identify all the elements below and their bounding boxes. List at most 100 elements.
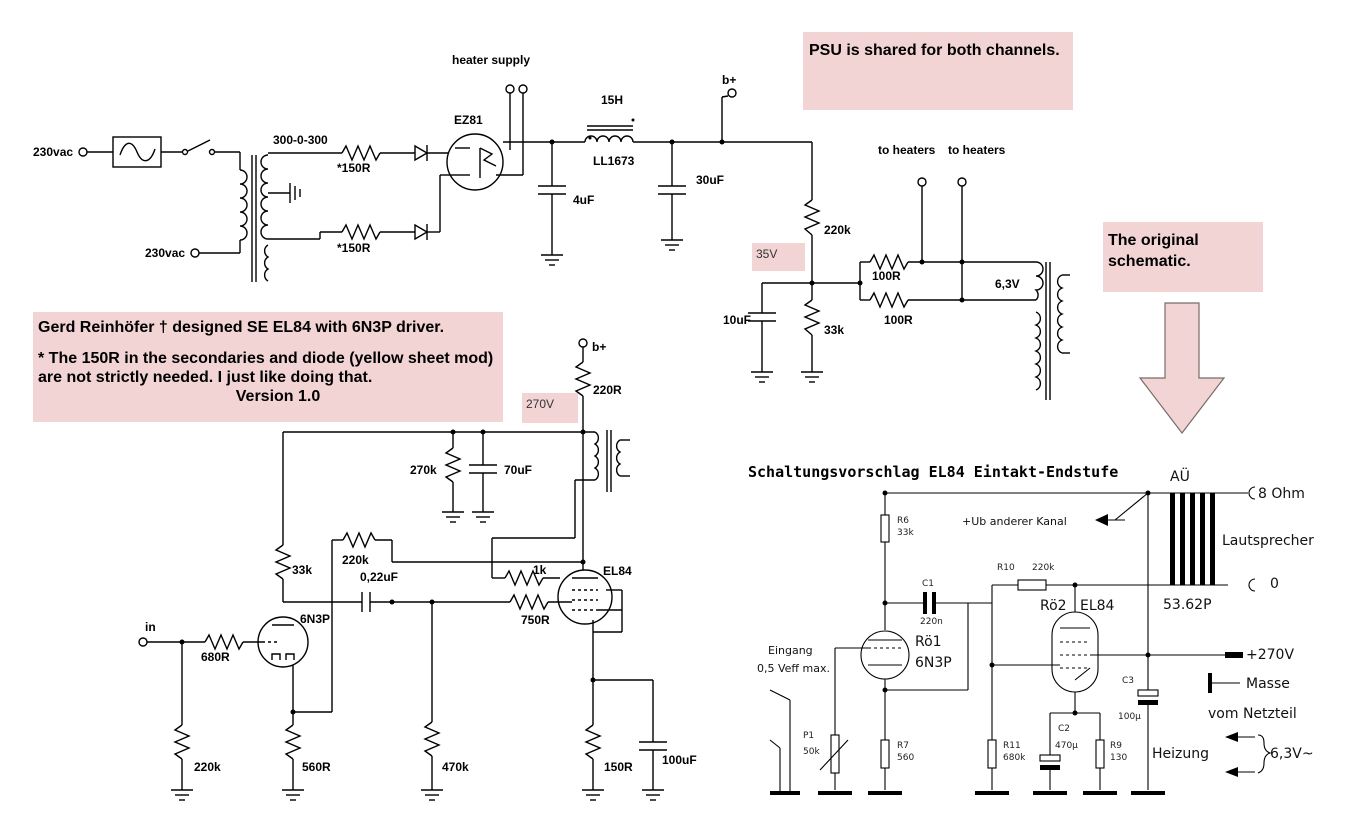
heater-terminal-1 xyxy=(505,84,515,94)
orig-r9-value: 130 xyxy=(1110,753,1127,763)
label-ez81: EZ81 xyxy=(454,113,483,127)
orig-r7 xyxy=(880,739,890,769)
down-arrow xyxy=(1138,302,1226,434)
orig-transformer-label: AÜ xyxy=(1170,467,1190,485)
label-r-1k: 1k xyxy=(533,563,547,577)
orig-input-label: Eingang xyxy=(768,644,813,657)
orig-c2-label: C2 xyxy=(1058,724,1070,734)
orig-r7-value: 560 xyxy=(897,753,914,763)
label-choke-name: LL1673 xyxy=(593,154,635,168)
bplus-terminal-psu xyxy=(727,88,737,98)
label-r-33k-anode: 33k xyxy=(292,563,312,577)
to-heaters-terminal-2 xyxy=(957,177,967,187)
label-r-150r: 150R xyxy=(604,760,633,774)
resistor-270k-bleed xyxy=(444,447,462,483)
heater-terminal-2 xyxy=(518,84,528,94)
orig-ro1: Rö1 xyxy=(915,634,942,650)
orig-heater-v: 6,3V~ xyxy=(1270,746,1314,762)
orig-r10-label: R10 xyxy=(997,563,1015,573)
transformer-secondary-heater xyxy=(263,244,270,282)
mains-terminal-bottom xyxy=(190,248,200,258)
label-6n3p: 6N3P xyxy=(300,612,330,626)
label-c-70uf: 70uF xyxy=(504,463,532,477)
label-r-470k: 470k xyxy=(442,760,469,774)
voltage-tag-270v: 270V xyxy=(522,393,578,423)
driver-tube-6n3p xyxy=(257,616,309,668)
label-r-750r: 750R xyxy=(521,613,550,627)
diode-bottom xyxy=(414,223,429,241)
resistor-100r-2 xyxy=(869,291,909,309)
diode-top xyxy=(414,144,429,162)
orig-ro2: Rö2 xyxy=(1040,598,1067,614)
orig-p1-label: P1 xyxy=(803,731,814,741)
resistor-220k-divider xyxy=(803,199,821,236)
design-note-version: Version 1.0 xyxy=(235,388,321,405)
label-el84: EL84 xyxy=(603,564,632,578)
orig-r11 xyxy=(987,739,997,769)
orig-r11-label: R11 xyxy=(1003,741,1021,751)
design-note-title: Gerd Reinhöfer † designed SE EL84 with 6… xyxy=(38,319,445,336)
resistor-33k-divider xyxy=(803,299,821,336)
label-input: in xyxy=(145,620,156,634)
voltage-tag-35v: 35V xyxy=(752,243,805,271)
label-c-100uf: 100uF xyxy=(662,753,697,767)
orig-c1-label: C1 xyxy=(922,579,934,589)
orig-r7-label: R7 xyxy=(897,741,909,751)
label-r-680r: 680R xyxy=(201,650,230,664)
label-mains-bottom: 230vac xyxy=(145,246,185,260)
orig-heizung: Heizung xyxy=(1152,746,1209,762)
orig-c3-label: C3 xyxy=(1122,676,1134,686)
label-r-220r: 220R xyxy=(593,383,622,397)
labels: 230vac 230vac 300-0-300 *150R *150R EZ81… xyxy=(33,53,1314,774)
resistor-470k-grid-leak xyxy=(423,721,441,757)
mains-switch xyxy=(181,148,189,156)
resistor-220k-input-ground xyxy=(173,724,191,760)
orig-ub-other: +Ub anderer Kanal xyxy=(962,515,1067,528)
label-to-heaters-1: to heaters xyxy=(878,143,936,157)
label-r-220k-input: 220k xyxy=(194,760,221,774)
label-bplus-amp: b+ xyxy=(592,340,606,354)
orig-r10 xyxy=(1017,579,1047,591)
label-bplus-psu: b+ xyxy=(722,73,736,87)
resistor-560r-cathode xyxy=(284,724,302,760)
input-terminal xyxy=(138,637,148,647)
label-r150-top: *150R xyxy=(337,161,371,175)
orig-r9 xyxy=(1095,739,1105,769)
orig-plus270: +270V xyxy=(1246,647,1294,663)
design-note-body: * The 150R in the secondaries and diode … xyxy=(38,350,494,386)
orig-title: Schaltungsvorschlag EL84 Eintakt-Endstuf… xyxy=(748,463,1118,481)
psu-section xyxy=(78,84,1070,400)
orig-6n3p: 6N3P xyxy=(915,655,952,671)
orig-tube-ro1 xyxy=(860,630,910,680)
label-c-30uf: 30uF xyxy=(696,173,724,187)
label-r-270k: 270k xyxy=(410,463,437,477)
transformer-secondary-hv xyxy=(260,154,269,240)
label-r-560r: 560R xyxy=(302,760,331,774)
orig-r6 xyxy=(880,514,890,543)
orig-c2-value: 470µ xyxy=(1055,741,1078,751)
orig-masse: Masse xyxy=(1246,676,1290,692)
resistor-150r-top xyxy=(341,144,381,162)
orig-c1-value: 220n xyxy=(920,617,943,627)
resistor-1k-screen xyxy=(504,569,544,587)
resistor-150r-bottom xyxy=(341,223,381,241)
label-c-10uf: 10uF xyxy=(723,313,751,327)
label-to-heaters-2: to heaters xyxy=(948,143,1006,157)
original-schematic-note: The original schematic. xyxy=(1103,222,1263,292)
rectifier-tube-ez81 xyxy=(446,133,504,191)
resistor-150r-cathode xyxy=(584,724,602,760)
orig-r11-value: 680k xyxy=(1003,753,1026,763)
resistor-220k-feedback xyxy=(342,531,376,549)
mains-terminal-top xyxy=(78,147,88,157)
label-heater-supply: heater supply xyxy=(452,53,530,67)
original-schematic xyxy=(769,486,1272,795)
orig-output-transformer xyxy=(1170,493,1175,585)
orig-speaker-8ohm: 8 Ohm xyxy=(1258,486,1305,502)
output-transformer xyxy=(593,431,600,481)
output-tube-el84 xyxy=(557,569,613,625)
orig-r9-label: R9 xyxy=(1110,741,1122,751)
resistor-220r-supply xyxy=(574,361,592,397)
resistor-100r-1 xyxy=(869,253,909,271)
label-r-33k-divider: 33k xyxy=(824,323,844,337)
orig-c3 xyxy=(1137,689,1159,697)
